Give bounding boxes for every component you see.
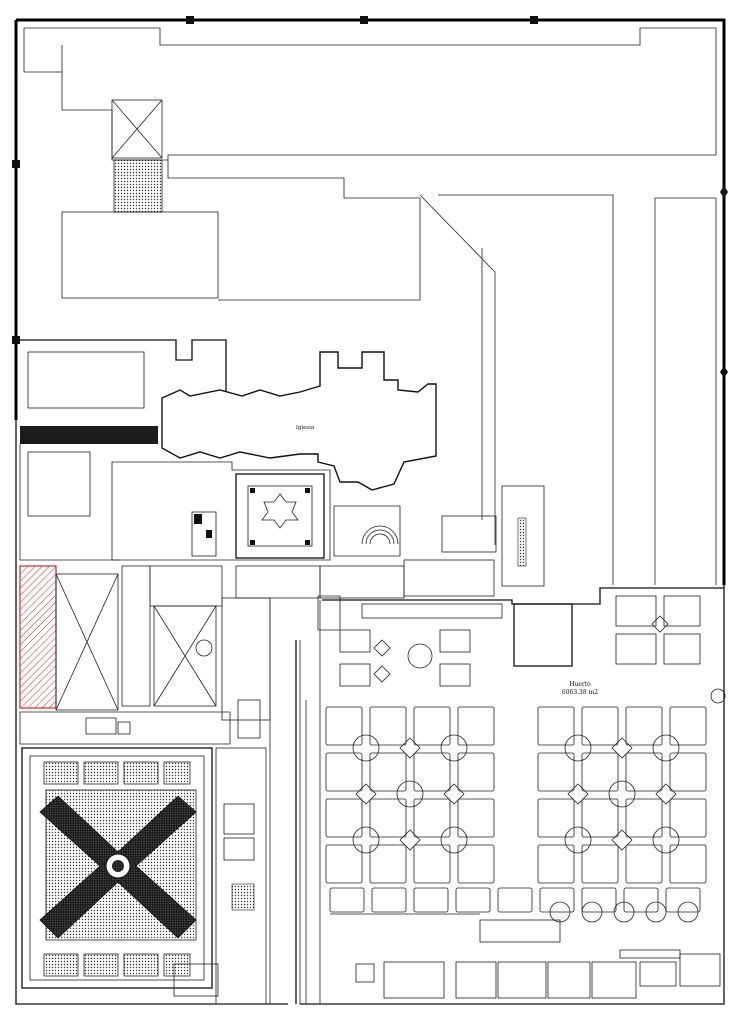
parterre-bed [537, 844, 575, 884]
parterre-bed [325, 706, 363, 746]
parterre-fountain [581, 901, 603, 923]
parterre-fountain [652, 826, 680, 854]
orchard-grid [325, 706, 707, 923]
parterre-bed [625, 798, 663, 838]
parterre-fountain [677, 901, 699, 923]
parterre-fountain [352, 734, 380, 762]
church-complex: Iglesia [111, 351, 527, 567]
orchard: Huerto 6063.38 m2 [319, 587, 726, 1004]
parterre-bed [413, 706, 451, 746]
parterre-bed [669, 844, 707, 884]
parterre-diamond [611, 829, 633, 851]
north-zone [23, 27, 717, 587]
orchard-name-label: Huerto [569, 681, 591, 688]
parterre-bed [581, 752, 619, 792]
parterre-bed [413, 844, 451, 884]
parterre-fountain [645, 901, 667, 923]
parterre-diamond [567, 783, 589, 805]
parterre-bed [325, 844, 363, 884]
west-pavilions [16, 339, 227, 561]
parterre-fountain [652, 734, 680, 762]
parterre-bed [371, 887, 407, 913]
parterre-fountain [613, 901, 635, 923]
parterre-bed [669, 798, 707, 838]
parterre-bed [669, 752, 707, 792]
parterre-bed [457, 752, 495, 792]
orchard-area-label: 6063.38 m2 [562, 689, 598, 696]
parterre-diamond [611, 737, 633, 759]
parterre-bed [581, 706, 619, 746]
parterre-fountain [352, 826, 380, 854]
parterre-bed [581, 887, 617, 913]
parterre-bed [537, 752, 575, 792]
parterre-bed [581, 844, 619, 884]
parterre-bed [457, 798, 495, 838]
corridors [173, 595, 573, 1005]
parterre-bed [325, 798, 363, 838]
parterre-diamond [399, 829, 421, 851]
west-rooms [19, 559, 495, 745]
parterre-bed [665, 887, 701, 913]
parterre-bed [369, 798, 407, 838]
parterre-bed [329, 887, 365, 913]
parterre-bed [325, 752, 363, 792]
site-boundary [12, 16, 728, 1005]
parterre-bed [625, 706, 663, 746]
parterre-bed [623, 887, 659, 913]
parterre-bed [625, 844, 663, 884]
parterre-fountain [440, 826, 468, 854]
parterre-bed [413, 887, 449, 913]
parterre-diamond [443, 783, 465, 805]
parterre-fountain [564, 734, 592, 762]
parterre-bed [369, 752, 407, 792]
parterre-diamond [355, 783, 377, 805]
parterre-diamond [399, 737, 421, 759]
cloister [21, 747, 213, 989]
parterre-fountain [608, 780, 636, 808]
parterre-bed [625, 752, 663, 792]
parterre-bed [669, 706, 707, 746]
parterre-fountain [564, 826, 592, 854]
parterre-bed [369, 706, 407, 746]
parterre-bed [455, 887, 491, 913]
south-annex [330, 913, 721, 999]
highlighted-room [19, 565, 57, 709]
parterre-bed [537, 798, 575, 838]
parterre-bed [457, 706, 495, 746]
parterre-fountain [440, 734, 468, 762]
parterre-bed [497, 887, 533, 913]
parterre-bed [539, 887, 575, 913]
parterre-bed [413, 752, 451, 792]
parterre-bed [581, 798, 619, 838]
parterre-fountain [396, 780, 424, 808]
parterre-diamond [655, 783, 677, 805]
parterre-bed [457, 844, 495, 884]
parterre-bed [369, 844, 407, 884]
parterre-bed [537, 706, 575, 746]
parterre-bed [413, 798, 451, 838]
church-label: Iglesia [296, 425, 315, 431]
